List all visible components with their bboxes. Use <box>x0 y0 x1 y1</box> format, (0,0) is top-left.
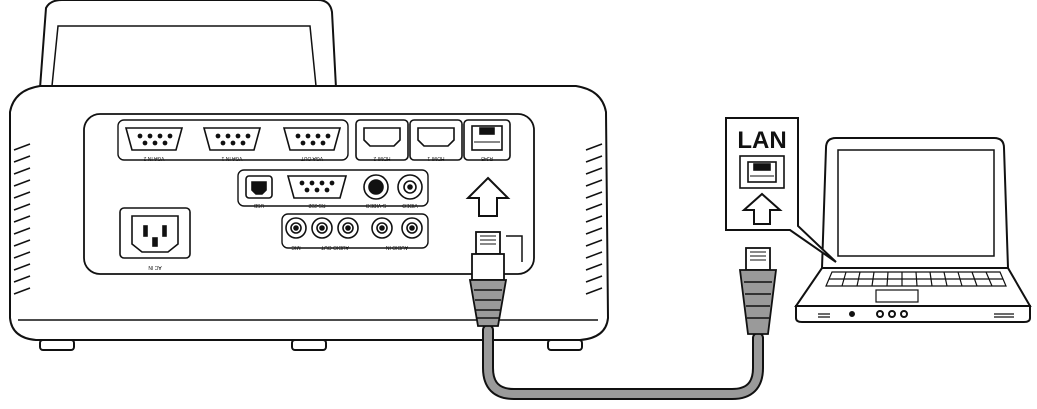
audio-out-label: AUDIO OUT <box>321 244 349 250</box>
audio-out-port <box>311 217 359 239</box>
hdmi-2-port <box>355 119 409 161</box>
lan-callout-label: LAN <box>737 127 786 154</box>
s-video-label: S-VIDEO <box>366 202 387 208</box>
up-arrow-callout-icon <box>741 192 783 225</box>
audio-in-label: AUDIO IN <box>386 244 409 250</box>
projector-foot-middle <box>291 339 327 351</box>
hdmi-1-port <box>409 119 463 161</box>
lan-callout: LAN <box>725 117 837 263</box>
ac-in-port <box>119 207 191 259</box>
port-group <box>117 119 511 259</box>
usb-label: USB <box>253 202 264 208</box>
video-label: VIDEO <box>402 202 418 208</box>
vent-left <box>13 143 31 295</box>
ac-in-label: AC IN <box>148 264 162 270</box>
mic-port <box>285 217 307 239</box>
rs232-port <box>286 175 348 199</box>
projector-foot-right <box>547 339 583 351</box>
rj45-plug-laptop <box>738 247 778 335</box>
s-video-port <box>363 174 389 200</box>
network-cable-inner <box>484 326 762 398</box>
rj45-plug-projector <box>468 231 523 327</box>
rj45-label: RJ45 <box>481 155 493 161</box>
rs232-label: RS-232 <box>308 202 325 208</box>
laptop <box>794 137 1032 323</box>
rj45-port <box>463 119 511 161</box>
vga-in-1-label: VGA IN 1 <box>221 155 242 161</box>
port-labels: VGA IN 2 VGA IN 1 VGA OUT HDMI 2 HDMI 1 … <box>143 155 492 270</box>
vga-in-1-port <box>202 127 262 151</box>
vga-in-2-label: VGA IN 2 <box>143 155 164 161</box>
vga-out-port <box>282 127 342 151</box>
mic-label: MIC <box>291 244 301 250</box>
projector-foot-left <box>39 339 75 351</box>
vga-in-2-port <box>124 127 184 151</box>
laptop-screen <box>837 149 995 257</box>
usb-port <box>245 175 273 199</box>
up-arrow-icon <box>465 176 511 217</box>
audio-in-port <box>371 217 423 239</box>
video-port <box>397 174 423 200</box>
lan-callout-bubble <box>725 117 837 263</box>
lan-port-icon <box>739 155 785 189</box>
hdmi-1-label: HDMI 1 <box>427 155 444 161</box>
projector-lid-inner <box>51 25 317 87</box>
projector-lid <box>38 0 338 89</box>
vent-right <box>585 143 603 295</box>
laptop-keyboard <box>825 271 1007 303</box>
hdmi-2-label: HDMI 2 <box>373 155 390 161</box>
laptop-front <box>795 305 1031 323</box>
vga-out-label: VGA OUT <box>301 155 323 161</box>
